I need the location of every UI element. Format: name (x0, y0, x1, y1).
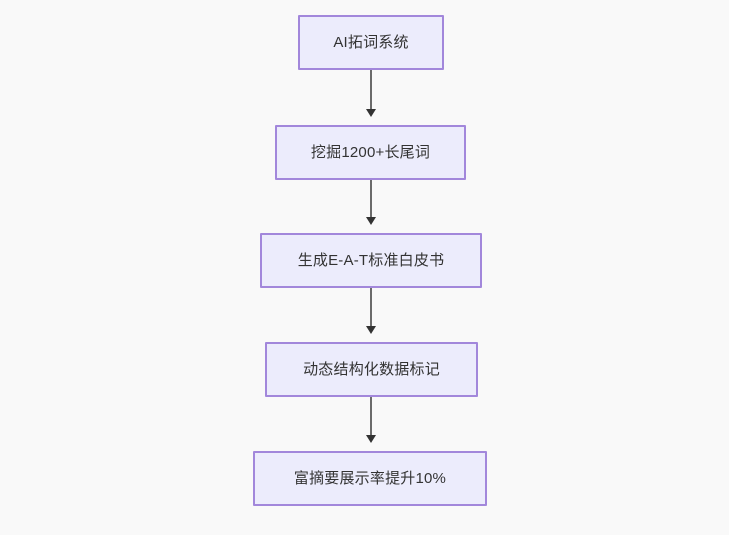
flow-node-eat-whitepaper[interactable]: 生成E-A-T标准白皮书 (260, 233, 482, 288)
flow-node-rich-snippet-result[interactable]: 富摘要展示率提升10% (253, 451, 487, 506)
flow-node-label: AI拓词系统 (333, 34, 409, 51)
flow-node-structured-data-markup[interactable]: 动态结构化数据标记 (265, 342, 478, 397)
flow-node-label: 挖掘1200+长尾词 (310, 144, 431, 161)
flow-node-label: 生成E-A-T标准白皮书 (297, 252, 445, 269)
flow-node-label: 动态结构化数据标记 (303, 361, 440, 378)
flow-node-label: 富摘要展示率提升10% (293, 470, 447, 487)
edge-line (370, 70, 372, 110)
arrowhead-icon (366, 435, 376, 443)
flow-node-longtail-mining[interactable]: 挖掘1200+长尾词 (275, 125, 466, 180)
edge-line (370, 180, 372, 218)
arrowhead-icon (366, 109, 376, 117)
flow-node-ai-keyword-system[interactable]: AI拓词系统 (298, 15, 444, 70)
edge-line (370, 288, 372, 327)
arrowhead-icon (366, 326, 376, 334)
arrowhead-icon (366, 217, 376, 225)
edge-line (370, 397, 372, 436)
